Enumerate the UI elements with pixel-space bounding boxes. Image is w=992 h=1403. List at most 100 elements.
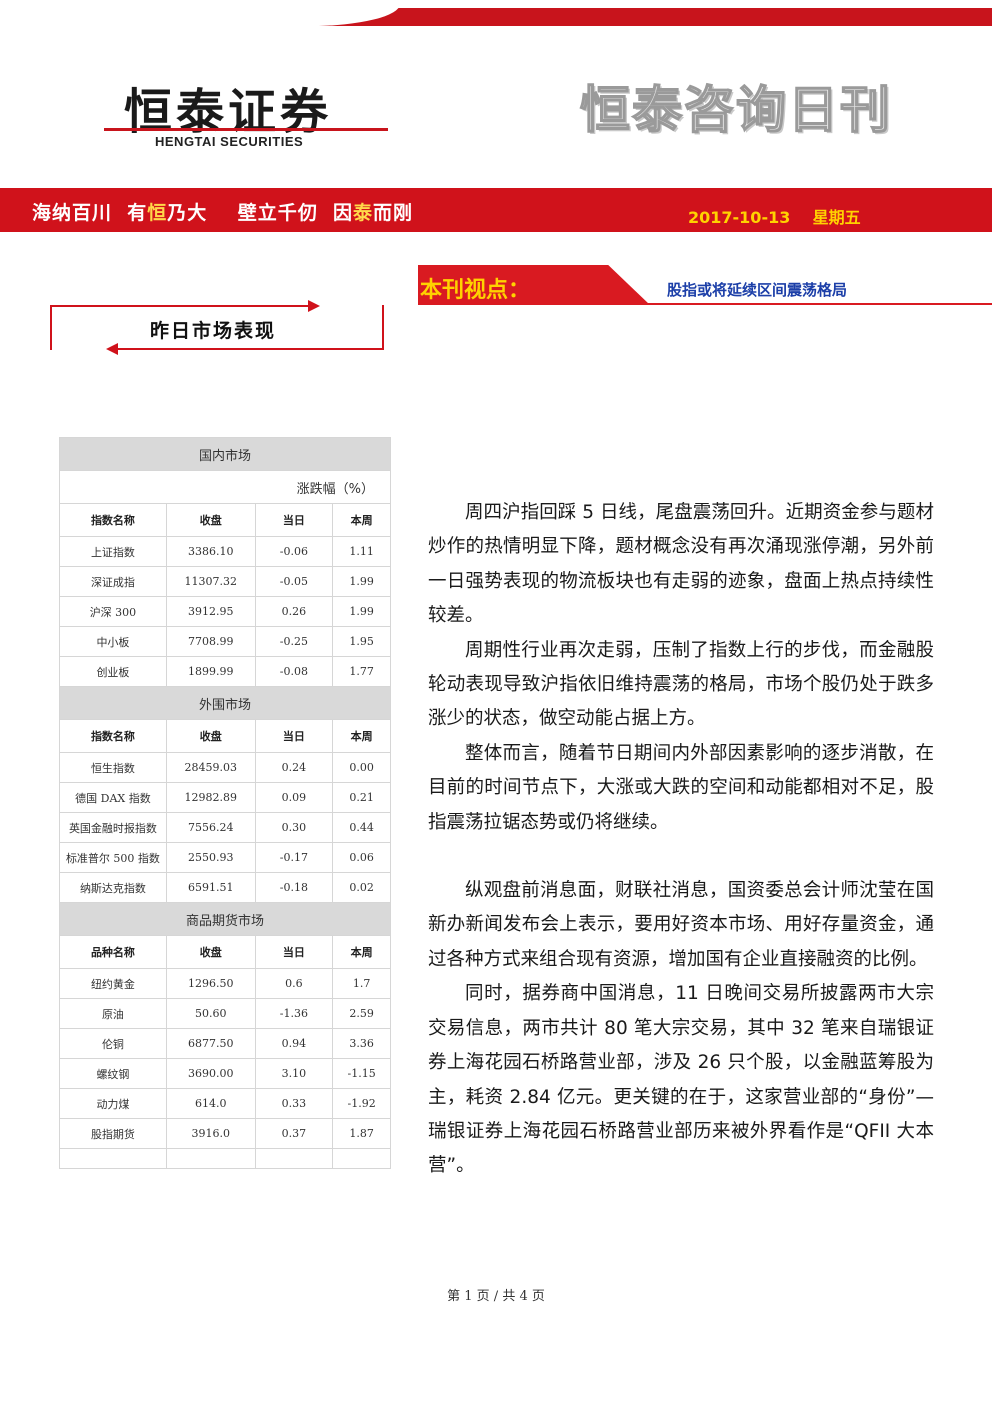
empty-cell: [165, 1148, 256, 1169]
column-header: 收盘: [165, 935, 256, 969]
cell-close: 3386.10: [165, 536, 256, 567]
column-header: 本周: [332, 935, 391, 969]
cell-name: 动力煤: [59, 1088, 167, 1119]
cell-name: 螺纹钢: [59, 1058, 167, 1089]
cell-close: 3690.00: [165, 1058, 256, 1089]
table-header-row: 指数名称收盘当日本周: [59, 719, 391, 753]
cell-close: 7708.99: [165, 626, 256, 657]
logo-underline: [104, 128, 388, 131]
empty-cell: [332, 1148, 391, 1169]
cell-close: 6591.51: [165, 872, 256, 903]
cell-day: 0.33: [254, 1088, 334, 1119]
cell-close: 1296.50: [165, 968, 256, 999]
cell-day: -0.06: [254, 536, 334, 567]
cell-week: 1.99: [332, 596, 391, 627]
slogan-accent-2: 泰: [352, 202, 373, 224]
futures-market-title-row: 商品期货市场: [59, 902, 391, 936]
cell-close: 3916.0: [165, 1118, 256, 1149]
cell-name: 德国 DAX 指数: [59, 782, 167, 813]
unit-row: 涨跌幅（%）: [59, 470, 391, 504]
cell-week: 2.59: [332, 998, 391, 1029]
top-stripe-curve: [0, 0, 400, 26]
cell-close: 1899.99: [165, 656, 256, 687]
cell-week: 0.21: [332, 782, 391, 813]
cell-close: 7556.24: [165, 812, 256, 843]
cell-week: 1.99: [332, 566, 391, 597]
column-header: 指数名称: [59, 503, 167, 537]
viewpoint-tab: [418, 265, 650, 305]
slogan-part-2: 乃大 壁立千仞 因: [167, 202, 353, 224]
cell-close: 614.0: [165, 1088, 256, 1119]
cell-name: 纽约黄金: [59, 968, 167, 999]
cell-name: 股指期货: [59, 1118, 167, 1149]
cell-week: 0.06: [332, 842, 391, 873]
cell-day: 0.09: [254, 782, 334, 813]
article-paragraph-1: 周四沪指回踩 5 日线，尾盘震荡回升。近期资金参与题材炒作的热情明显下降，题材概…: [428, 502, 934, 627]
column-header: 品种名称: [59, 935, 167, 969]
cell-week: 0.44: [332, 812, 391, 843]
futures-market-title: 商品期货市场: [59, 902, 391, 936]
cell-name: 伦铜: [59, 1028, 167, 1059]
market-section-title: 昨日市场表现: [150, 320, 277, 342]
slogan-part-1: 海纳百川 有: [32, 202, 148, 224]
article-paragraph-5: 同时，据券商中国消息，11 日晚间交易所披露两市大宗交易信息，两市共计 80 笔…: [428, 983, 934, 1177]
cell-week: -1.15: [332, 1058, 391, 1089]
market-section-frame: [50, 305, 384, 350]
column-header: 本周: [332, 503, 391, 537]
cell-week: 1.11: [332, 536, 391, 567]
cell-day: 0.30: [254, 812, 334, 843]
column-header: 本周: [332, 719, 391, 753]
empty-cell: [254, 1148, 334, 1169]
market-frame-top-line: [50, 305, 312, 307]
column-header: 收盘: [165, 503, 256, 537]
cell-close: 28459.03: [165, 752, 256, 783]
cell-name: 原油: [59, 998, 167, 1029]
empty-cell: [59, 1148, 167, 1169]
arrow-right-icon: [308, 300, 320, 312]
column-header: 收盘: [165, 719, 256, 753]
cell-close: 2550.93: [165, 842, 256, 873]
arrow-left-icon: [106, 343, 118, 355]
slogan-accent-1: 恒: [147, 202, 168, 224]
cell-day: 0.94: [254, 1028, 334, 1059]
column-header: 指数名称: [59, 719, 167, 753]
foreign-market-title: 外围市场: [59, 686, 391, 720]
cell-week: 1.77: [332, 656, 391, 687]
article-paragraph-3: 整体而言，随着节日期间内外部因素影响的逐步消散，在目前的时间节点下，大涨或大跌的…: [428, 742, 934, 833]
cell-name: 恒生指数: [59, 752, 167, 783]
cell-week: 1.7: [332, 968, 391, 999]
article-paragraph-4: 纵观盘前消息面，财联社消息，国资委总会计师沈莹在国新办新闻发布会上表示，要用好资…: [428, 880, 934, 970]
column-header: 当日: [254, 719, 334, 753]
cell-close: 50.60: [165, 998, 256, 1029]
cell-day: -1.36: [254, 998, 334, 1029]
domestic-market-title: 国内市场: [59, 437, 391, 471]
cell-week: 0.00: [332, 752, 391, 783]
viewpoint-headline: 股指或将延续区间震荡格局: [667, 281, 848, 299]
issue-date: 2017-10-13 星期五: [688, 208, 861, 227]
cell-day: -0.17: [254, 842, 334, 873]
cell-day: 0.24: [254, 752, 334, 783]
article-body: 周四沪指回踩 5 日线，尾盘震荡回升。近期资金参与题材炒作的热情明显下降，题材概…: [428, 496, 934, 1184]
cell-week: 1.95: [332, 626, 391, 657]
change-unit-label: 涨跌幅（%）: [59, 470, 391, 504]
article-paragraph-2: 周期性行业再次走弱，压制了指数上行的步伐，而金融股轮动表现导致沪指依旧维持震荡的…: [428, 639, 934, 730]
cell-close: 6877.50: [165, 1028, 256, 1059]
cell-day: -0.05: [254, 566, 334, 597]
cell-day: -0.08: [254, 656, 334, 687]
company-logo-subtitle: HENGTAI SECURITIES: [155, 134, 304, 149]
table-spacer-row: [59, 1148, 391, 1169]
cell-name: 沪深 300: [59, 596, 167, 627]
cell-day: -0.25: [254, 626, 334, 657]
cell-name: 中小板: [59, 626, 167, 657]
market-frame-bottom-line: [118, 348, 384, 350]
